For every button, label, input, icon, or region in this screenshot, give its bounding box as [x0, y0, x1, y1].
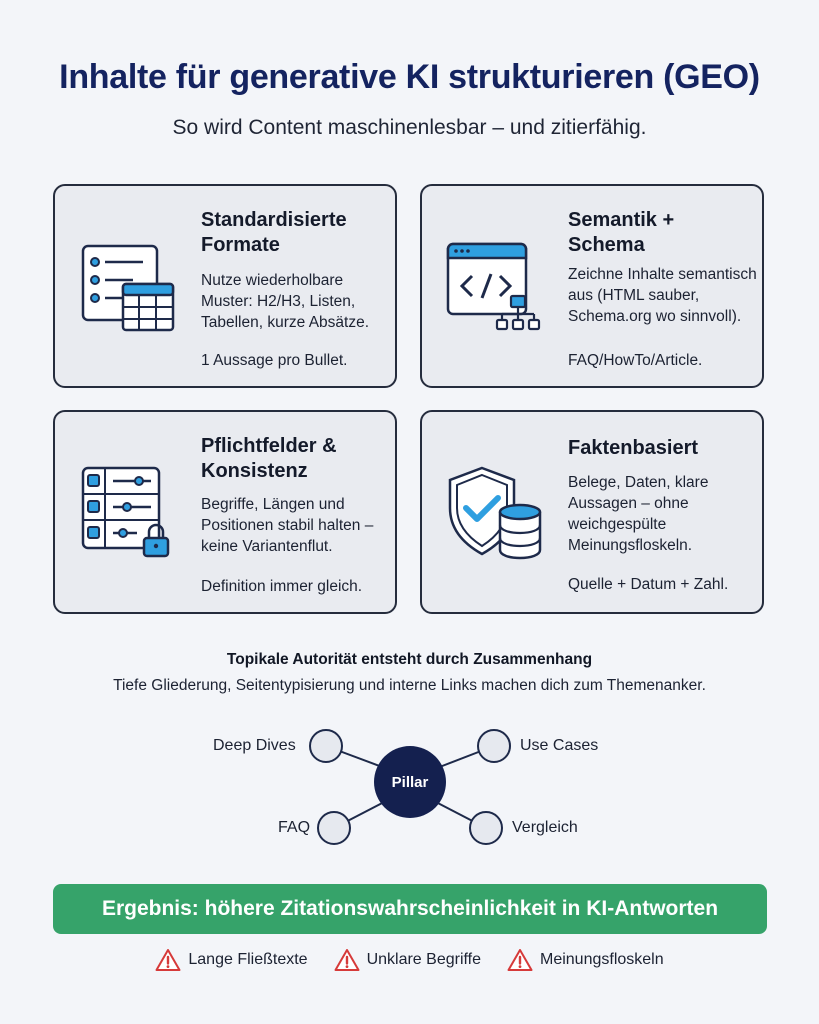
topical-text: Tiefe Gliederung, Seitentypisierung und … — [113, 677, 706, 694]
card-title: Semantik + Schema — [568, 209, 675, 256]
hub-node-deep-dives — [309, 729, 343, 763]
card-text: Nutze wiederholbare Muster: H2/H3, Liste… — [201, 272, 370, 331]
card-text: Belege, Daten, klare Aussagen – ohne wei… — [568, 474, 709, 554]
card-note: 1 Aussage pro Bullet. — [201, 352, 348, 369]
card-note: Definition immer gleich. — [201, 578, 363, 595]
warning-label: Unklare Begriffe — [366, 951, 481, 968]
form-lock-icon — [81, 466, 170, 558]
hub-pillar-circle — [374, 746, 446, 818]
card-note: FAQ/HowTo/Article. — [568, 352, 703, 369]
hub-pillar-label: Pillar — [391, 773, 429, 791]
card-title: Faktenbasiert — [568, 437, 699, 459]
warning-item: Lange Fließtexte — [155, 948, 308, 972]
list-table-icon — [81, 244, 175, 332]
hub-node-vergleich — [469, 811, 503, 845]
warning-item: Meinungsfloskeln — [507, 948, 664, 972]
warning-label: Meinungsfloskeln — [540, 951, 664, 968]
shield-database-icon — [448, 466, 542, 560]
code-hierarchy-icon — [446, 242, 541, 331]
card-note: Quelle + Datum + Zahl. — [568, 576, 729, 593]
card-required-fields: Pflichtfelder & Konsistenz Begriffe, Län… — [53, 410, 397, 614]
card-semantics-schema: Semantik + Schema Zeichne Inhalte semant… — [420, 184, 764, 388]
page-subtitle: So wird Content maschinenlesbar – und zi… — [172, 116, 647, 139]
page-title: Inhalte für generative KI strukturieren … — [59, 58, 760, 96]
card-title: Pflichtfelder & Konsistenz — [201, 435, 337, 482]
warning-icon — [334, 949, 360, 971]
hub-label-vergleich: Vergleich — [512, 819, 578, 836]
warning-item: Unklare Begriffe — [334, 948, 481, 972]
hub-label-use-cases: Use Cases — [520, 737, 599, 754]
hub-node-faq — [317, 811, 351, 845]
warning-icon — [507, 949, 533, 971]
result-banner: Ergebnis: höhere Zitationswahrscheinlich… — [53, 884, 767, 934]
hub-node-use-cases — [477, 729, 511, 763]
warning-list: Lange Fließtexte Unklare Begriffe Meinun… — [0, 948, 819, 972]
card-title: Standardisierte Formate — [201, 209, 347, 256]
card-text: Begriffe, Längen und Positionen stabil h… — [201, 496, 374, 555]
warning-label: Lange Fließtexte — [188, 951, 308, 968]
pillar-hub-diagram — [309, 729, 511, 845]
hub-label-faq: FAQ — [278, 819, 311, 836]
topical-heading: Topikale Autorität entsteht durch Zusamm… — [226, 651, 593, 668]
warning-icon — [155, 949, 181, 971]
card-text: Zeichne Inhalte semantisch aus (HTML sau… — [568, 266, 757, 325]
card-fact-based: Faktenbasiert Belege, Daten, klare Aussa… — [420, 410, 764, 614]
card-standard-formats: Standardisierte Formate Nutze wiederholb… — [53, 184, 397, 388]
hub-label-deep-dives: Deep Dives — [213, 737, 296, 754]
